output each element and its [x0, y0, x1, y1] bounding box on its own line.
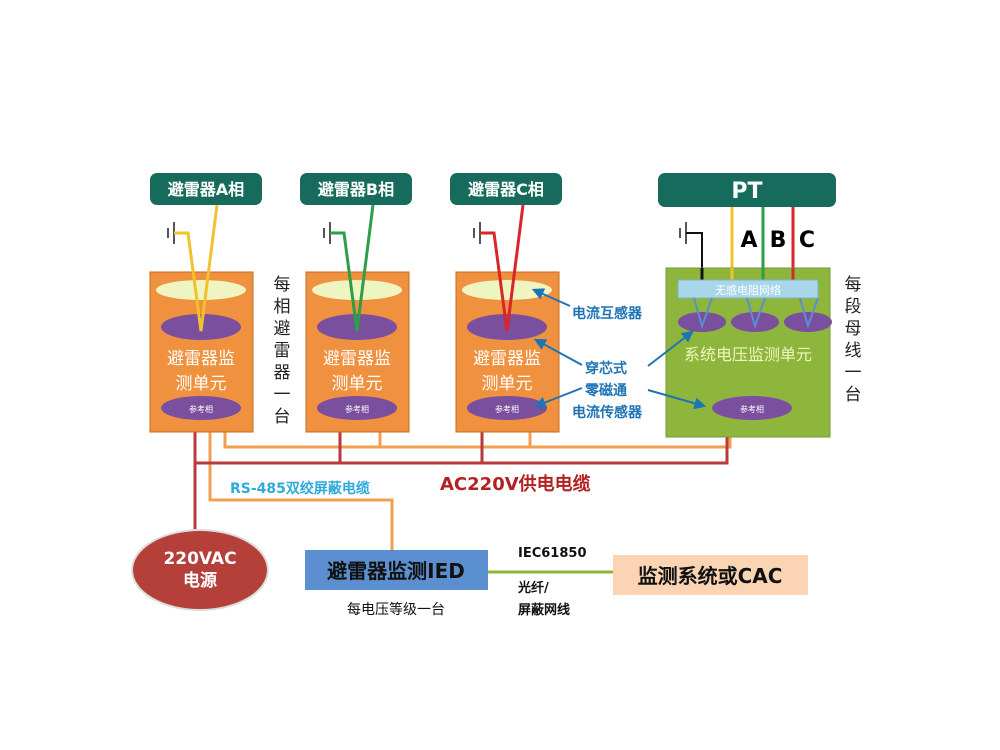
- link-media2: 屏蔽网线: [518, 602, 570, 618]
- rs485-label: RS-485双绞屏蔽电缆: [230, 480, 370, 497]
- ref-sensor: [161, 396, 241, 420]
- note-char: 段: [845, 297, 862, 317]
- ac220-label: AC220V供电电缆: [440, 473, 591, 495]
- note-char: 母: [845, 319, 862, 339]
- ied-box: [305, 550, 488, 590]
- pt-phase-a: A: [740, 228, 757, 253]
- ground-icon: [473, 222, 481, 244]
- phase-label: 避雷器C相: [468, 180, 544, 199]
- note-char: 台: [274, 407, 291, 427]
- ref-sensor: [467, 396, 547, 420]
- pt-ref-label: 参考相: [740, 404, 764, 414]
- sensor-annotations: 电流互感器 穿芯式 零磁通 电流传感器: [531, 288, 707, 421]
- pt-label: PT: [731, 179, 762, 204]
- zero-flux-line3: 电流传感器: [572, 404, 643, 421]
- pt-sensors: [678, 312, 832, 332]
- power-line1: 220VAC: [163, 549, 236, 569]
- ct-sensor: [312, 280, 402, 300]
- note-char: 线: [845, 341, 862, 361]
- ground-icon: [167, 222, 175, 244]
- note-char: 每: [274, 275, 291, 295]
- phase-wire: [480, 204, 525, 332]
- phase-label: 避雷器A相: [168, 180, 244, 199]
- note-char: 一: [845, 363, 862, 383]
- link-protocol: IEC61850: [518, 546, 587, 561]
- unit-line2: 测单元: [332, 374, 383, 394]
- ct-sensor: [462, 280, 552, 300]
- ground-icon: [679, 222, 703, 278]
- unit-line2: 测单元: [176, 374, 227, 394]
- note-char: 相: [274, 297, 291, 317]
- link-media1: 光纤/: [517, 580, 549, 596]
- phase-header: [450, 173, 562, 205]
- unit-line2: 测单元: [482, 374, 533, 394]
- pt-header: [658, 173, 836, 207]
- note-char: 避: [274, 319, 291, 339]
- note-char: 一: [274, 385, 291, 405]
- ref-label: 参考相: [495, 404, 519, 414]
- pt-phase-c: C: [799, 228, 815, 253]
- annotation-arrows: [531, 288, 707, 410]
- phase-label: 避雷器B相: [318, 180, 394, 199]
- phase-wire: [330, 204, 375, 332]
- ref-label: 参考相: [189, 404, 213, 414]
- pt-ref-sensor: [712, 396, 792, 420]
- cac-label: 监测系统或CAC: [638, 564, 783, 588]
- note-char: 器: [274, 363, 291, 383]
- ied-label: 避雷器监测IED: [327, 559, 465, 583]
- power-line2: 电源: [183, 570, 217, 591]
- voltage-unit-label: 系统电压监测单元: [684, 345, 812, 364]
- note-char: 每: [845, 275, 862, 295]
- unit-line1: 避雷器监: [323, 349, 391, 369]
- pt-phase-b: B: [770, 228, 787, 253]
- phase-wire: [174, 204, 219, 332]
- pt-section: PT A B C 无感电阻网络 系统电压监测单元 参考相: [658, 173, 836, 438]
- power-source: [131, 529, 269, 611]
- unit-line1: 避雷器监: [167, 349, 235, 369]
- rs485-cable: [208, 432, 732, 550]
- ref-label: 参考相: [345, 404, 369, 414]
- ac220-cable: [193, 432, 729, 530]
- ct-sensor: [156, 280, 246, 300]
- cac-box: [613, 555, 808, 595]
- note-char: 台: [845, 385, 862, 405]
- ref-sensor: [317, 396, 397, 420]
- phase-header: [300, 173, 412, 205]
- ct-label: 电流互感器: [572, 305, 643, 322]
- zero-flux-line2: 零磁通: [584, 382, 627, 399]
- ground-icon: [323, 222, 331, 244]
- unit-line1: 避雷器监: [473, 349, 541, 369]
- zero-flux-line1: 穿芯式: [585, 360, 627, 377]
- phase-header: [150, 173, 262, 205]
- note-char: 雷: [274, 341, 291, 361]
- resistor-network-label: 无感电阻网络: [715, 283, 781, 297]
- ied-note: 每电压等级一台: [347, 601, 445, 618]
